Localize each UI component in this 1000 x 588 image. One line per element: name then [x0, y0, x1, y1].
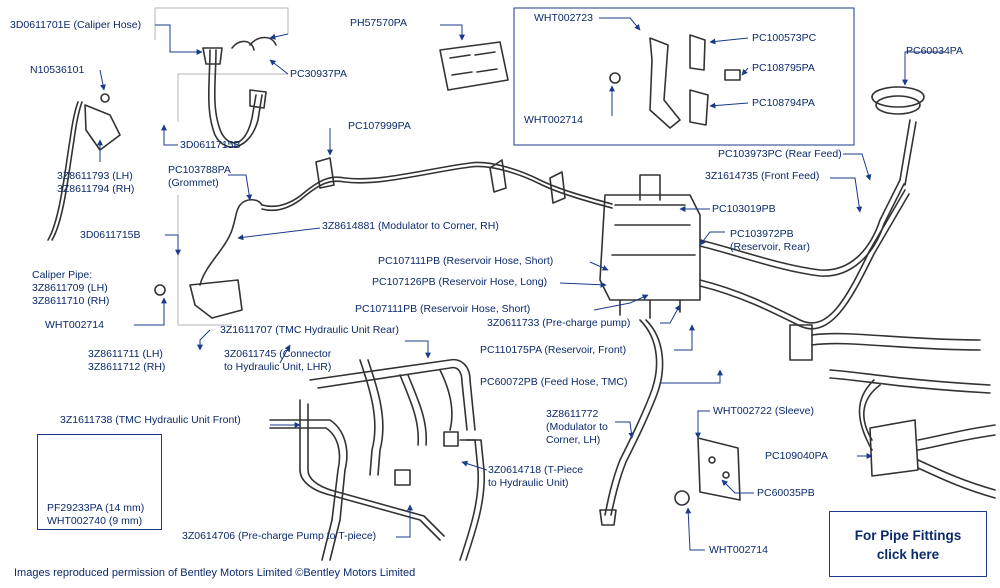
label-wht002714-left: WHT002714 — [45, 319, 104, 331]
label-modulator-lh: 3Z8611772 (Modulator to Corner, LH) — [546, 408, 608, 447]
label-3z8611711-lh: 3Z8611711 (LH) — [88, 348, 163, 360]
label-t-piece: 3Z0614718 (T-Piece to Hydraulic Unit) — [488, 464, 583, 490]
pipe-fittings-link-line1: For Pipe Fittings — [854, 528, 962, 543]
label-pc108794pa: PC108794PA — [752, 97, 815, 109]
label-connector-lhr: 3Z0611745 (Connector to Hydraulic Unit, … — [224, 348, 331, 374]
label-sleeve: WHT002722 (Sleeve) — [713, 405, 814, 417]
label-n10536101: N10536101 — [30, 64, 85, 76]
label-connector-lhr-2: to Hydraulic Unit, LHR) — [224, 361, 332, 373]
label-wht002714-box: WHT002714 — [524, 114, 583, 126]
label-caliper-bracket-rh: 3Z8611794 (RH) — [57, 183, 135, 195]
label-reservoir-front: PC110175PA (Reservoir, Front) — [480, 344, 627, 356]
label-ph57570pa: PH57570PA — [350, 17, 408, 29]
pointer-arrows — [97, 17, 945, 551]
label-t-piece-desc: to Hydraulic Unit) — [488, 477, 569, 489]
label-reservoir-hose-short-1: PC107111PB (Reservoir Hose, Short) — [378, 255, 554, 267]
label-pc103019pb: PC103019PB — [712, 203, 776, 215]
label-modulator-rh: 3Z8614881 (Modulator to Corner, RH) — [322, 220, 499, 232]
label-caliper-pipe-title: Caliper Pipe: — [32, 269, 93, 281]
label-grommet: PC103788PA (Grommet) — [168, 164, 231, 190]
label-pc60035pb: PC60035PB — [757, 487, 815, 499]
label-wht002723: WHT002723 — [534, 12, 593, 24]
label-front-feed: 3Z1614735 (Front Feed) — [705, 170, 820, 182]
label-wht002714-bottom: WHT002714 — [709, 544, 768, 556]
label-caliper-pipe-rh: 3Z8611710 (RH) — [32, 295, 110, 307]
label-caliper-bracket-lh: 3Z8611793 (LH) — [57, 170, 133, 182]
label-reservoir-rear-part: PC103972PB — [730, 228, 794, 240]
label-pc60034pa: PC60034PA — [906, 45, 964, 57]
clamp-label-9mm: WHT002740 (9 mm) — [47, 515, 143, 527]
label-3d0611715b-top: 3D0611715B — [180, 139, 241, 151]
label-caliper-bracket: 3Z8611793 (LH) 3Z8611794 (RH) — [57, 170, 134, 196]
pipe-fittings-link[interactable]: For Pipe Fittings click here — [829, 511, 987, 577]
label-connector-lhr-1: 3Z0611745 (Connector — [224, 348, 332, 360]
label-caliper-pipe-lh: 3Z8611709 (LH) — [32, 282, 108, 294]
label-reservoir-rear-desc: (Reservoir, Rear) — [730, 241, 810, 253]
label-rear-feed: PC103973PC (Rear Feed) — [718, 148, 842, 160]
label-modulator-lh-desc1: (Modulator to — [546, 421, 608, 433]
label-caliper-hose: 3D0611701E (Caliper Hose) — [10, 19, 142, 31]
label-pc107999pa: PC107999PA — [348, 120, 411, 132]
clamp-inset-labels: PF29233PA (14 mm) WHT002740 (9 mm) — [47, 502, 144, 528]
pipe-fittings-link-line2: click here — [876, 547, 940, 562]
label-caliper-pipe: Caliper Pipe: 3Z8611709 (LH) 3Z8611710 (… — [32, 269, 109, 308]
label-tmc-unit-front: 3Z1611738 (TMC Hydraulic Unit Front) — [60, 414, 241, 426]
copyright-notice: Images reproduced permission of Bentley … — [14, 567, 416, 579]
clamp-inset-box — [37, 434, 162, 530]
label-precharge-pump: 3Z0611733 (Pre-charge pump) — [487, 317, 631, 329]
label-grommet-desc: (Grommet) — [168, 177, 219, 189]
label-3z8611711: 3Z8611711 (LH) 3Z8611712 (RH) — [88, 348, 165, 374]
label-reservoir-rear: PC103972PB (Reservoir, Rear) — [730, 228, 810, 254]
label-pc100573pc: PC100573PC — [752, 32, 817, 44]
label-pc108795pa: PC108795PA — [752, 62, 815, 74]
label-pc30937pa: PC30937PA — [290, 68, 348, 80]
label-3z8611711-rh: 3Z8611712 (RH) — [88, 361, 166, 373]
label-3d0611715b-lower: 3D0611715B — [80, 229, 141, 241]
label-pc109040pa: PC109040PA — [765, 450, 828, 462]
label-t-piece-part: 3Z0614718 (T-Piece — [488, 464, 584, 476]
label-reservoir-hose-short-2: PC107111PB (Reservoir Hose, Short) — [355, 303, 531, 315]
label-feed-hose-tmc: PC60072PB (Feed Hose, TMC) — [480, 376, 628, 388]
label-grommet-part: PC103788PA — [168, 164, 231, 176]
label-precharge-to-tpiece: 3Z0614706 (Pre-charge Pump to T-piece) — [182, 530, 377, 542]
clamp-label-14mm: PF29233PA (14 mm) — [47, 502, 145, 514]
label-reservoir-hose-long: PC107126PB (Reservoir Hose, Long) — [372, 276, 548, 288]
label-modulator-lh-part: 3Z8611772 — [546, 408, 599, 420]
label-tmc-unit-rear: 3Z1611707 (TMC Hydraulic Unit Rear) — [220, 324, 399, 336]
label-modulator-lh-desc2: Corner, LH) — [546, 434, 601, 446]
